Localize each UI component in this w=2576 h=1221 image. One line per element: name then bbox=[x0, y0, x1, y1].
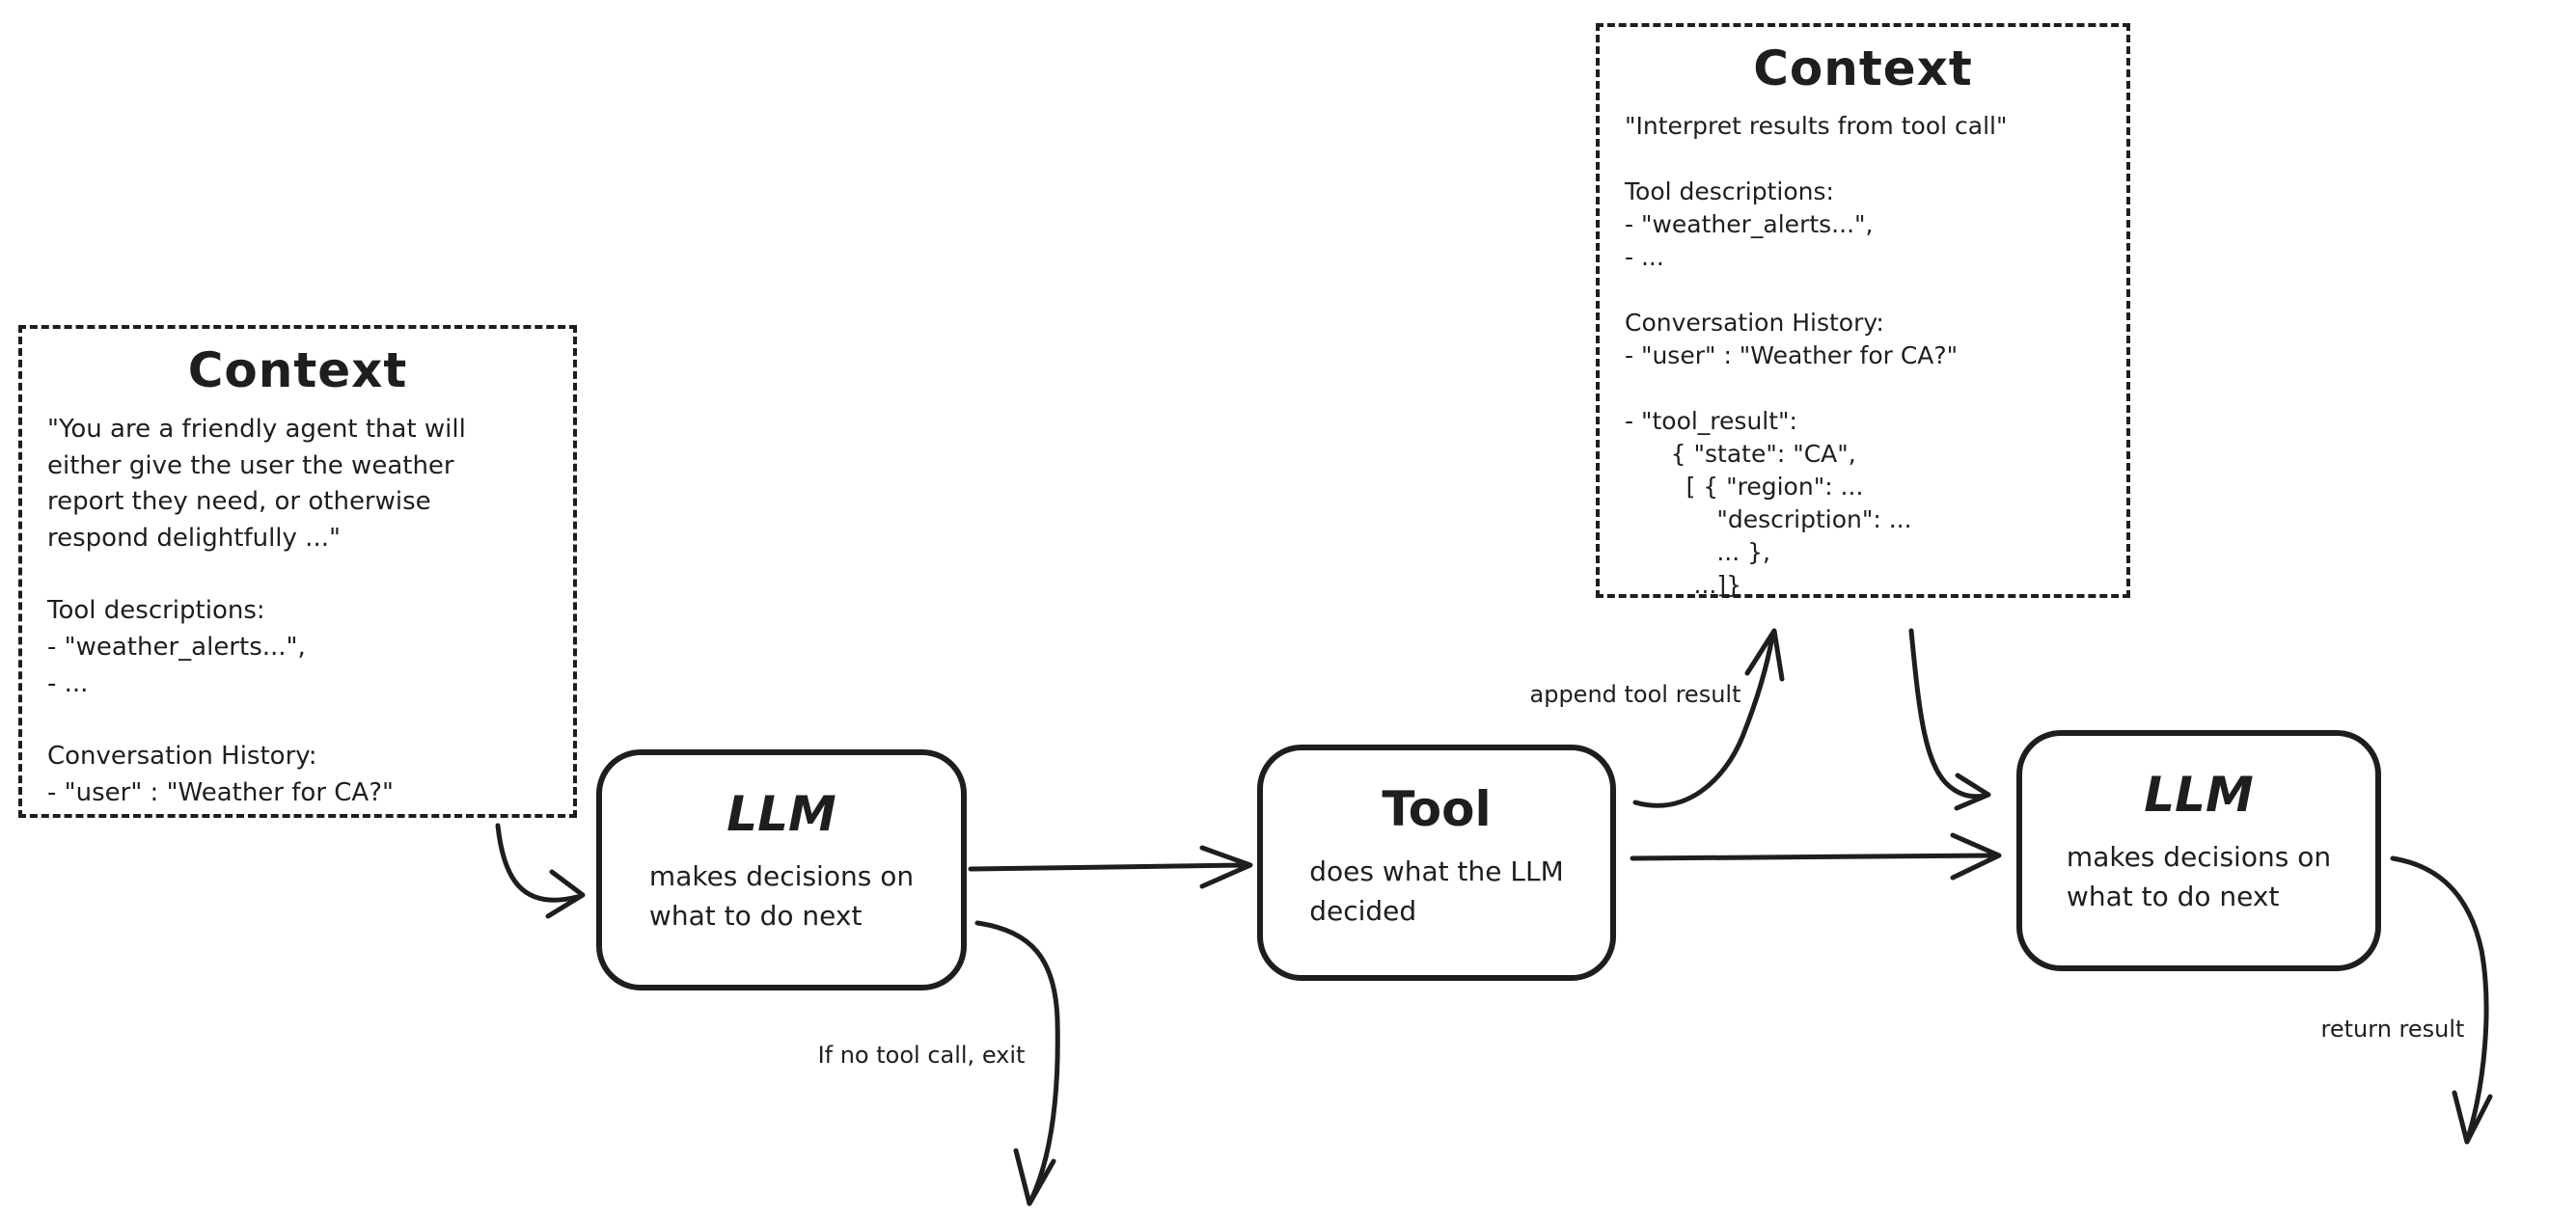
arrow-llm-to-tool-shaft bbox=[968, 862, 1249, 872]
arrow-exit bbox=[974, 920, 1060, 1207]
edge-label-append-tool-result: append tool result bbox=[1529, 681, 1741, 708]
node-llm-first: LLM makes decisions on what to do next bbox=[596, 749, 967, 990]
edge-label-if-no-tool-call-exit: If no tool call, exit bbox=[817, 1042, 1026, 1069]
arrow-exit-shaft bbox=[974, 920, 1060, 1205]
arrow-exit-head bbox=[1013, 1148, 1056, 1207]
arrow-context-left-to-llm-shaft bbox=[495, 823, 580, 903]
arrow-append-tool-result-head bbox=[1744, 628, 1785, 682]
node-llm-first-subtitle: makes decisions on what to do next bbox=[648, 860, 915, 932]
context-right-title: Context bbox=[1753, 41, 1973, 96]
node-tool-title: Tool bbox=[1382, 781, 1492, 837]
node-tool: Tool does what the LLM decided bbox=[1257, 745, 1616, 981]
node-llm-second-title: LLM bbox=[2144, 767, 2254, 823]
arrow-append-tool-result bbox=[1632, 628, 1785, 808]
arrow-return-result-head bbox=[2452, 1090, 2493, 1145]
node-llm-second: LLM makes decisions on what to do next bbox=[2016, 730, 2381, 971]
context-left-body: "You are a friendly agent that will eith… bbox=[47, 415, 466, 807]
context-box-right: Context "Interpret results from tool cal… bbox=[1596, 23, 2130, 599]
arrow-tool-to-llm bbox=[1630, 832, 2002, 881]
edge-label-return-result: return result bbox=[2320, 1016, 2465, 1043]
node-tool-subtitle: does what the LLM decided bbox=[1309, 855, 1564, 927]
arrow-tool-to-llm-head bbox=[1950, 832, 2002, 881]
arrow-context-right-to-llm-shaft bbox=[1908, 628, 1987, 800]
arrow-context-right-to-llm bbox=[1908, 628, 1991, 811]
context-box-left: Context "You are a friendly agent that w… bbox=[18, 325, 577, 818]
context-right-body: "Interpret results from tool call" Tool … bbox=[1625, 112, 2008, 599]
arrow-return-result bbox=[2390, 855, 2493, 1145]
arrow-tool-to-llm-shaft bbox=[1630, 853, 1998, 861]
arrow-context-left-to-llm bbox=[495, 823, 586, 919]
arrow-context-right-to-llm-head bbox=[1954, 773, 1991, 811]
node-llm-first-title: LLM bbox=[726, 786, 836, 842]
arrow-llm-to-tool bbox=[968, 845, 1253, 889]
arrow-return-result-shaft bbox=[2390, 855, 2489, 1141]
arrow-append-tool-result-shaft bbox=[1632, 634, 1775, 808]
arrow-context-left-to-llm-head bbox=[545, 869, 586, 919]
arrow-llm-to-tool-head bbox=[1199, 845, 1253, 889]
node-llm-second-subtitle: makes decisions on what to do next bbox=[2066, 841, 2332, 912]
context-left-title: Context bbox=[187, 342, 408, 398]
